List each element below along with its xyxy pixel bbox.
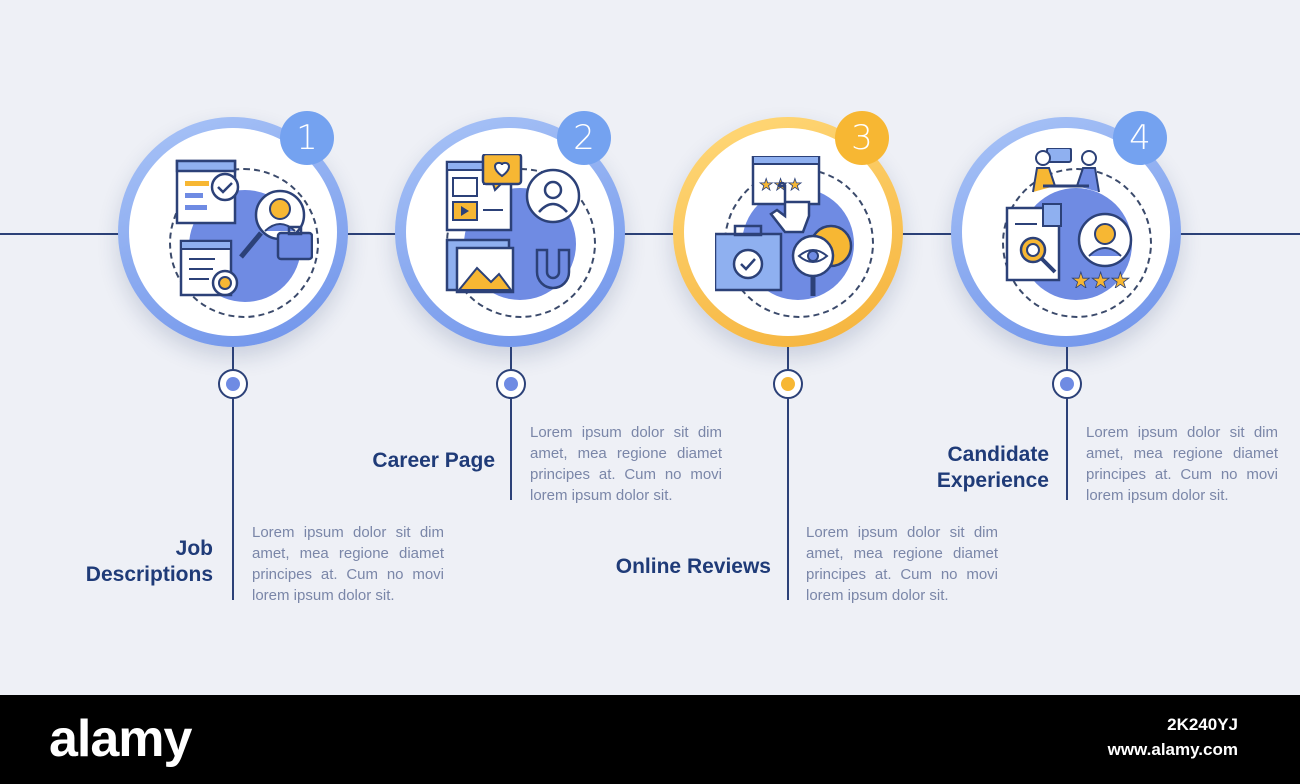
dashed-circle: [169, 168, 319, 318]
step-3-title: Online Reviews: [615, 555, 771, 578]
step-1-description: Lorem ipsum dolor sit dim amet, mea regi…: [252, 524, 444, 604]
infographic: 1 Job Descr: [0, 0, 1300, 695]
timeline-horizontal-line: [0, 233, 1300, 235]
step-1-title: Job Descriptions: [85, 537, 213, 586]
step-4-connector: [1066, 347, 1068, 500]
watermark-footer: alamy 2K240YJ www.alamy.com: [0, 695, 1300, 784]
step-3-number-badge: 3: [835, 111, 889, 165]
step-2-node: [496, 369, 526, 399]
svg-text:★★★: ★★★: [1071, 269, 1130, 288]
step-2-number-badge: 2: [557, 111, 611, 165]
step-4-number-badge: 4: [1113, 111, 1167, 165]
step-4: 4 ★★★ Candidate Experience Lore: [937, 0, 1278, 695]
step-1-number-badge: 1: [280, 111, 334, 165]
step-3-connector: [787, 347, 789, 600]
step-3-description: Lorem ipsum dolor sit dim amet, mea regi…: [806, 524, 998, 604]
alamy-logo: alamy: [49, 710, 192, 768]
step-2: 2 Career Page Lorem ipsum dol: [372, 0, 722, 695]
step-4-title: Candidate Experience: [936, 443, 1049, 492]
dashed-circle: [1002, 168, 1152, 318]
candidate-experience-icon: ★★★: [1005, 148, 1133, 288]
step-3-node: [773, 369, 803, 399]
step-2-connector: [510, 347, 512, 500]
image-id: 2K240YJ: [1167, 715, 1238, 734]
step-4-description: Lorem ipsum dolor sit dim amet, mea regi…: [1086, 424, 1278, 504]
step-1-node: [218, 369, 248, 399]
step-2-description: Lorem ipsum dolor sit dim amet, mea regi…: [530, 424, 722, 504]
career-page-icon: [445, 154, 581, 294]
site-url: www.alamy.com: [1107, 740, 1238, 759]
job-description-icon: [175, 159, 313, 297]
step-2-title: Career Page: [372, 449, 495, 472]
online-reviews-icon: ★★★: [715, 156, 853, 296]
step-4-node: [1052, 369, 1082, 399]
step-1-connector: [232, 347, 234, 600]
step-1: 1 Job Descr: [86, 0, 444, 695]
step-3: 3 ★★★ Online Reviews Lorem ipsum dolor s…: [616, 0, 998, 695]
